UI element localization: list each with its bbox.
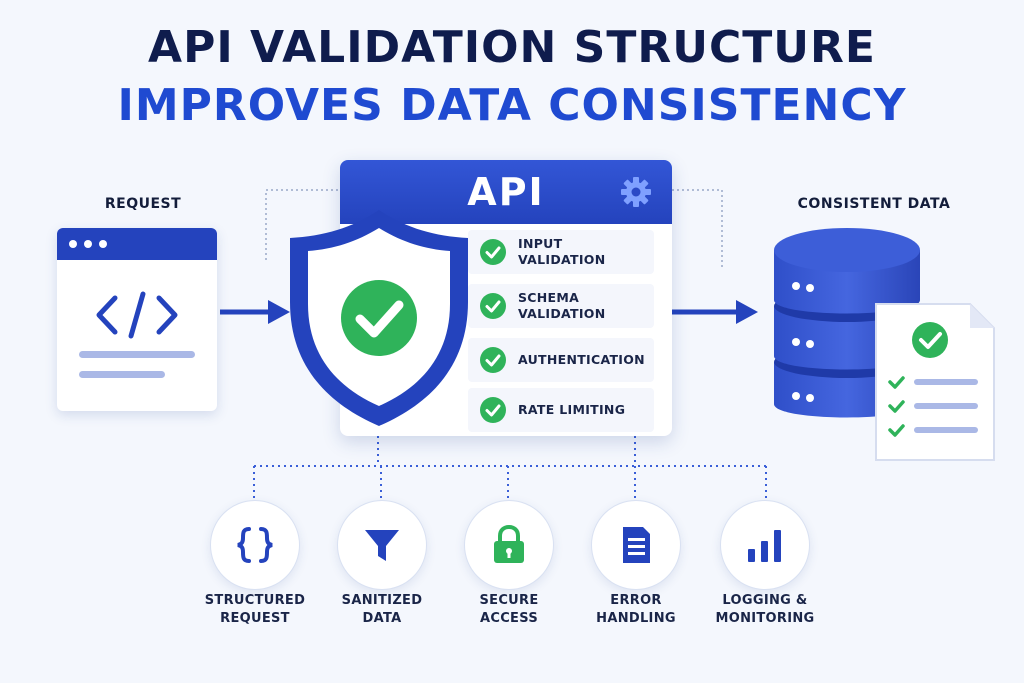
- code-icon: [96, 291, 178, 339]
- check-label: AUTHENTICATION: [518, 352, 645, 367]
- feature-icon-circle: [464, 500, 554, 590]
- document-icon: [623, 527, 650, 563]
- feature-label: LOGGING &MONITORING: [715, 593, 815, 626]
- output-label: CONSISTENT DATA: [797, 196, 951, 212]
- shield-icon: [290, 210, 468, 426]
- arrow-right-icon: [220, 300, 290, 324]
- title-line-1: API VALIDATION STRUCTURE: [148, 22, 876, 73]
- api-header: API: [340, 160, 672, 224]
- gear-icon: [621, 177, 651, 207]
- check-label: RATE LIMITING: [518, 402, 626, 417]
- check-circle-icon: [480, 293, 506, 319]
- arrow-right-icon: [672, 300, 758, 324]
- request-label: REQUEST: [104, 196, 182, 212]
- feature-icon-circle: [210, 500, 300, 590]
- window-dot: [84, 240, 92, 248]
- check-circle-icon: [480, 347, 506, 373]
- check-item-authentication: AUTHENTICATION: [468, 338, 654, 382]
- feature-icon-circle: [720, 500, 810, 590]
- window-dot: [69, 240, 77, 248]
- feature-icon-circle: [337, 500, 427, 590]
- check-circle-icon: [480, 397, 506, 423]
- window-dot: [99, 240, 107, 248]
- feature-icon-circle: [591, 500, 681, 590]
- window-titlebar: [57, 228, 217, 260]
- check-item-rate-limiting: RATE LIMITING: [468, 388, 654, 432]
- bar-chart-icon: [748, 530, 781, 562]
- check-circle-icon: [480, 239, 506, 265]
- funnel-icon: [365, 530, 399, 561]
- request-window: [57, 228, 217, 411]
- title-line-2: IMPROVES DATA CONSISTENCY: [117, 80, 907, 131]
- lock-icon: [494, 525, 524, 563]
- braces-icon: [237, 527, 273, 563]
- document-check-icon: [875, 303, 995, 461]
- api-title: API: [467, 170, 545, 214]
- text-line: [79, 371, 165, 378]
- text-line: [79, 351, 195, 358]
